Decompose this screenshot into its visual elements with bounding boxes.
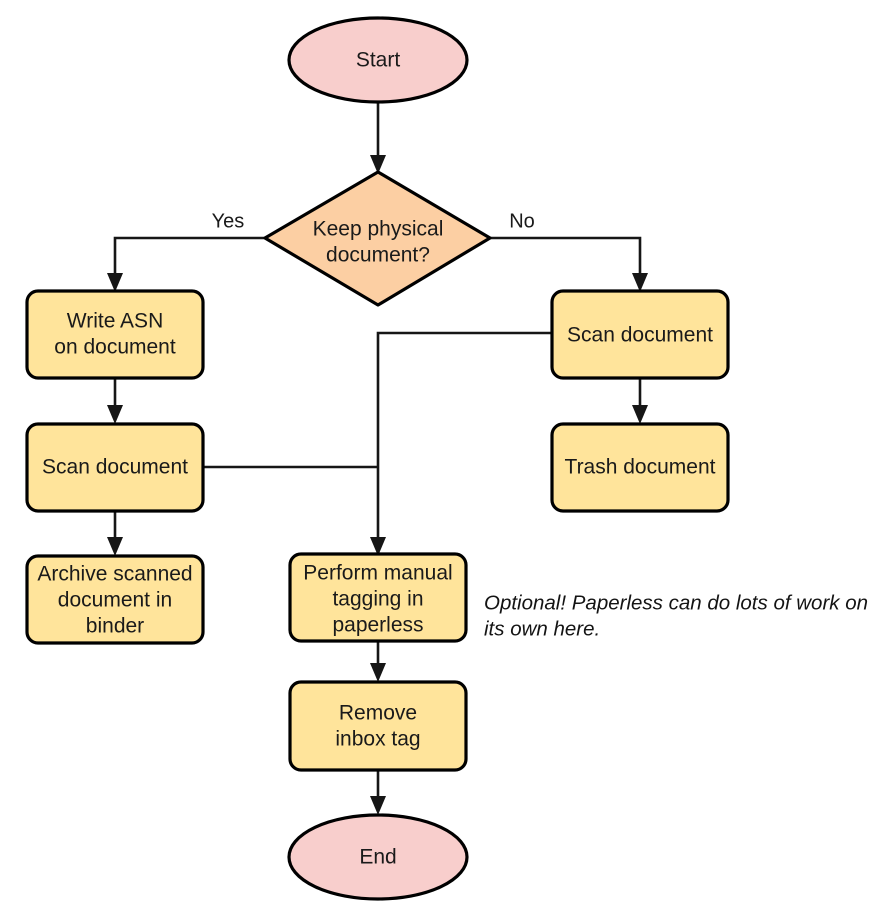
edge-decision-no-to-scan-right	[490, 236, 648, 292]
edge-decision-yes-to-write-asn	[107, 236, 265, 292]
edge-scan-left-to-archive	[107, 510, 123, 556]
edge-write-asn-to-scan-left	[107, 378, 123, 424]
node-scan-document-right[interactable]: Scan document	[550, 289, 730, 380]
scan-document-left-box	[25, 422, 205, 513]
note-optional-paperless: Optional! Paperless can do lots of work …	[484, 591, 868, 640]
tagging-label-line3: paperless	[332, 614, 423, 637]
trash-document-box	[550, 422, 730, 513]
edge-start-to-decision	[370, 102, 386, 174]
node-archive-scanned-document[interactable]: Archive scanned document in binder	[25, 554, 205, 645]
tagging-label-line1: Perform manual	[303, 562, 452, 585]
scan-document-right-box	[550, 289, 730, 380]
remove-inbox-tag-box	[288, 680, 468, 772]
edge-label-yes: Yes	[212, 210, 245, 232]
tagging-label-line2: tagging in	[332, 588, 423, 611]
start-ellipse	[287, 16, 469, 104]
decision-label-line1: Keep physical	[313, 218, 444, 241]
archive-label-line3: binder	[86, 615, 144, 638]
node-end[interactable]: End	[287, 813, 469, 901]
write-asn-label-line2: on document	[54, 336, 176, 359]
end-label: End	[359, 846, 396, 869]
note-line1: Optional! Paperless can do lots of work …	[484, 591, 868, 614]
edge-remove-inbox-to-end	[370, 770, 386, 815]
edge-scan-right-to-tagging	[370, 331, 552, 556]
node-perform-manual-tagging[interactable]: Perform manual tagging in paperless	[288, 552, 468, 643]
node-trash-document[interactable]: Trash document	[550, 422, 730, 513]
note-line2: its own here.	[484, 617, 600, 640]
archive-label-line1: Archive scanned	[37, 563, 192, 586]
scan-document-left-label: Scan document	[42, 456, 188, 479]
edge-scan-right-to-trash	[632, 378, 648, 424]
start-label: Start	[356, 49, 401, 72]
archive-box	[25, 554, 205, 645]
decision-label-line2: document?	[326, 244, 430, 267]
node-start[interactable]: Start	[287, 16, 469, 104]
node-write-asn[interactable]: Write ASN on document	[25, 289, 205, 380]
node-remove-inbox-tag[interactable]: Remove inbox tag	[288, 680, 468, 772]
archive-label-line2: document in	[58, 589, 172, 612]
tagging-box	[288, 552, 468, 643]
write-asn-box	[25, 289, 205, 380]
decision-diamond	[263, 170, 492, 307]
trash-document-label: Trash document	[565, 456, 716, 479]
scan-document-right-label: Scan document	[567, 324, 713, 347]
end-ellipse	[287, 813, 469, 901]
edge-label-no: No	[509, 210, 535, 232]
edge-tagging-to-remove-inbox	[370, 641, 386, 682]
node-decision-keep-physical-document[interactable]: Keep physical document?	[263, 170, 492, 307]
write-asn-label-line1: Write ASN	[67, 310, 163, 333]
remove-inbox-label-line2: inbox tag	[335, 728, 420, 751]
node-scan-document-left[interactable]: Scan document	[25, 422, 205, 513]
remove-inbox-label-line1: Remove	[339, 702, 417, 725]
